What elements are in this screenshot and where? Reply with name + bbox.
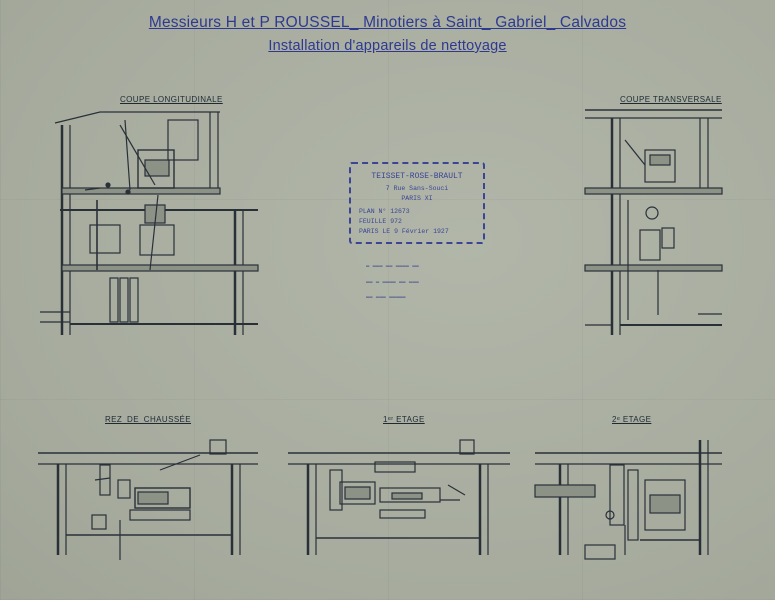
label-rez-de-chaussee: REZ_DE_CHAUSSÉE bbox=[105, 415, 192, 424]
stamp-company-name: TEISSET-ROSE-BRAULT bbox=[371, 172, 463, 181]
first-floor-plan bbox=[288, 439, 510, 555]
label-2e-etage: 2ᵉ ETAGE bbox=[612, 415, 652, 424]
drawing-title: Messieurs H et P ROUSSEL_ Minotiers à Sa… bbox=[0, 14, 775, 32]
longitudinal-section bbox=[40, 111, 259, 335]
faint-note-line: ▬▬ ▬ ▬▬▬▬ ▬▬ ▬▬▬ bbox=[366, 278, 419, 285]
company-stamp: TEISSET-ROSE-BRAULT 7 Rue Sans-Souci PAR… bbox=[349, 162, 485, 244]
label-1er-etage: 1ᵉʳ ETAGE bbox=[383, 415, 425, 424]
label-coupe-transversale: COUPE TRANSVERSALE bbox=[620, 95, 722, 104]
drawing-subtitle: Installation d'appareils de nettoyage bbox=[0, 38, 775, 54]
transversal-section bbox=[584, 109, 723, 335]
stamp-sheet-number: FEUILLE 972 bbox=[359, 218, 402, 225]
second-floor-plan bbox=[534, 440, 722, 560]
drawing-subtitle-text: Installation d'appareils de nettoyage bbox=[268, 38, 507, 54]
faint-note-line: ▬ ▬▬▬ ▬▬ ▬▬▬▬ ▬▬ bbox=[366, 262, 419, 269]
stamp-date: PARIS LE 9 Février 1927 bbox=[359, 228, 449, 235]
ground-floor-plan bbox=[38, 439, 258, 560]
drawing-title-text: Messieurs H et P ROUSSEL_ Minotiers à Sa… bbox=[148, 14, 627, 31]
label-coupe-longitudinale: COUPE LONGITUDINALE bbox=[120, 95, 223, 104]
faint-note-line: ▬▬ ▬▬▬ ▬▬▬▬▬ bbox=[366, 293, 406, 300]
stamp-city: PARIS XI bbox=[401, 195, 433, 202]
stamp-plan-number: PLAN N° 12673 bbox=[359, 208, 410, 215]
stamp-address: 7 Rue Sans-Souci bbox=[385, 185, 449, 192]
